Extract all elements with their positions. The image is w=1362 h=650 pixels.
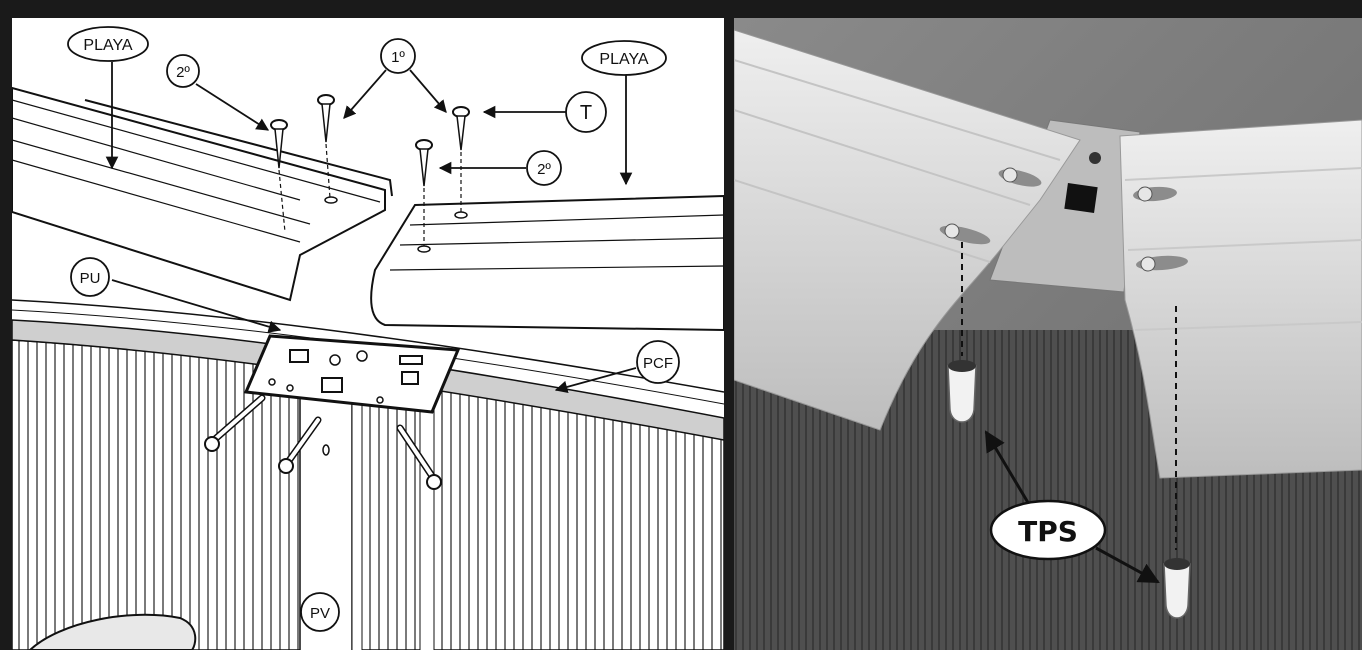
screw-plate-left bbox=[204, 394, 266, 452]
svg-text:2º: 2º bbox=[537, 161, 551, 178]
leader-lines bbox=[105, 62, 637, 394]
callout-pcf: PCF bbox=[636, 340, 680, 384]
screw-plate-right bbox=[396, 424, 442, 490]
screw-2nd-left bbox=[270, 119, 288, 233]
screw-plate-middle bbox=[278, 416, 322, 474]
callout-tps: TPS bbox=[989, 499, 1107, 561]
callout-t: T bbox=[565, 91, 607, 133]
photo-ledge-left bbox=[734, 29, 1081, 431]
photo-screws bbox=[939, 167, 1188, 272]
svg-text:PLAYA: PLAYA bbox=[599, 51, 649, 68]
right-photo-panel: TPS bbox=[734, 18, 1362, 650]
photo-ledge-right bbox=[1119, 119, 1362, 479]
svg-text:2º: 2º bbox=[176, 64, 190, 81]
svg-text:PU: PU bbox=[80, 270, 101, 287]
tps-cap-left bbox=[947, 360, 977, 423]
tps-cap-right bbox=[1163, 558, 1191, 619]
svg-text:PLAYA: PLAYA bbox=[83, 37, 133, 54]
screw-1st-left bbox=[317, 94, 338, 204]
panel-divider bbox=[724, 18, 734, 650]
top-rail-pcf bbox=[12, 319, 724, 441]
callout-playa-right: PLAYA bbox=[581, 40, 667, 76]
ladder-step-shape bbox=[28, 613, 197, 650]
ledge-right bbox=[370, 194, 724, 332]
svg-text:TPS: TPS bbox=[1018, 515, 1078, 548]
callout-second-right: 2º bbox=[526, 150, 562, 186]
callout-pv: PV bbox=[300, 592, 340, 632]
ledge-left bbox=[12, 86, 386, 302]
svg-text:1º: 1º bbox=[391, 49, 405, 66]
svg-text:T: T bbox=[580, 102, 592, 124]
callout-first: 1º bbox=[380, 38, 416, 74]
callout-pu: PU bbox=[70, 257, 110, 297]
screw-2nd-right bbox=[415, 139, 433, 253]
svg-text:PCF: PCF bbox=[643, 355, 673, 372]
callout-playa-left: PLAYA bbox=[67, 26, 149, 62]
svg-text:PV: PV bbox=[310, 605, 330, 622]
tps-arrows bbox=[984, 430, 1160, 584]
callout-second-left: 2º bbox=[166, 54, 200, 88]
screw-1st-right bbox=[452, 106, 470, 219]
left-drawing-panel: PLAYA 2º 1º T 2º PLAYA bbox=[12, 18, 724, 650]
